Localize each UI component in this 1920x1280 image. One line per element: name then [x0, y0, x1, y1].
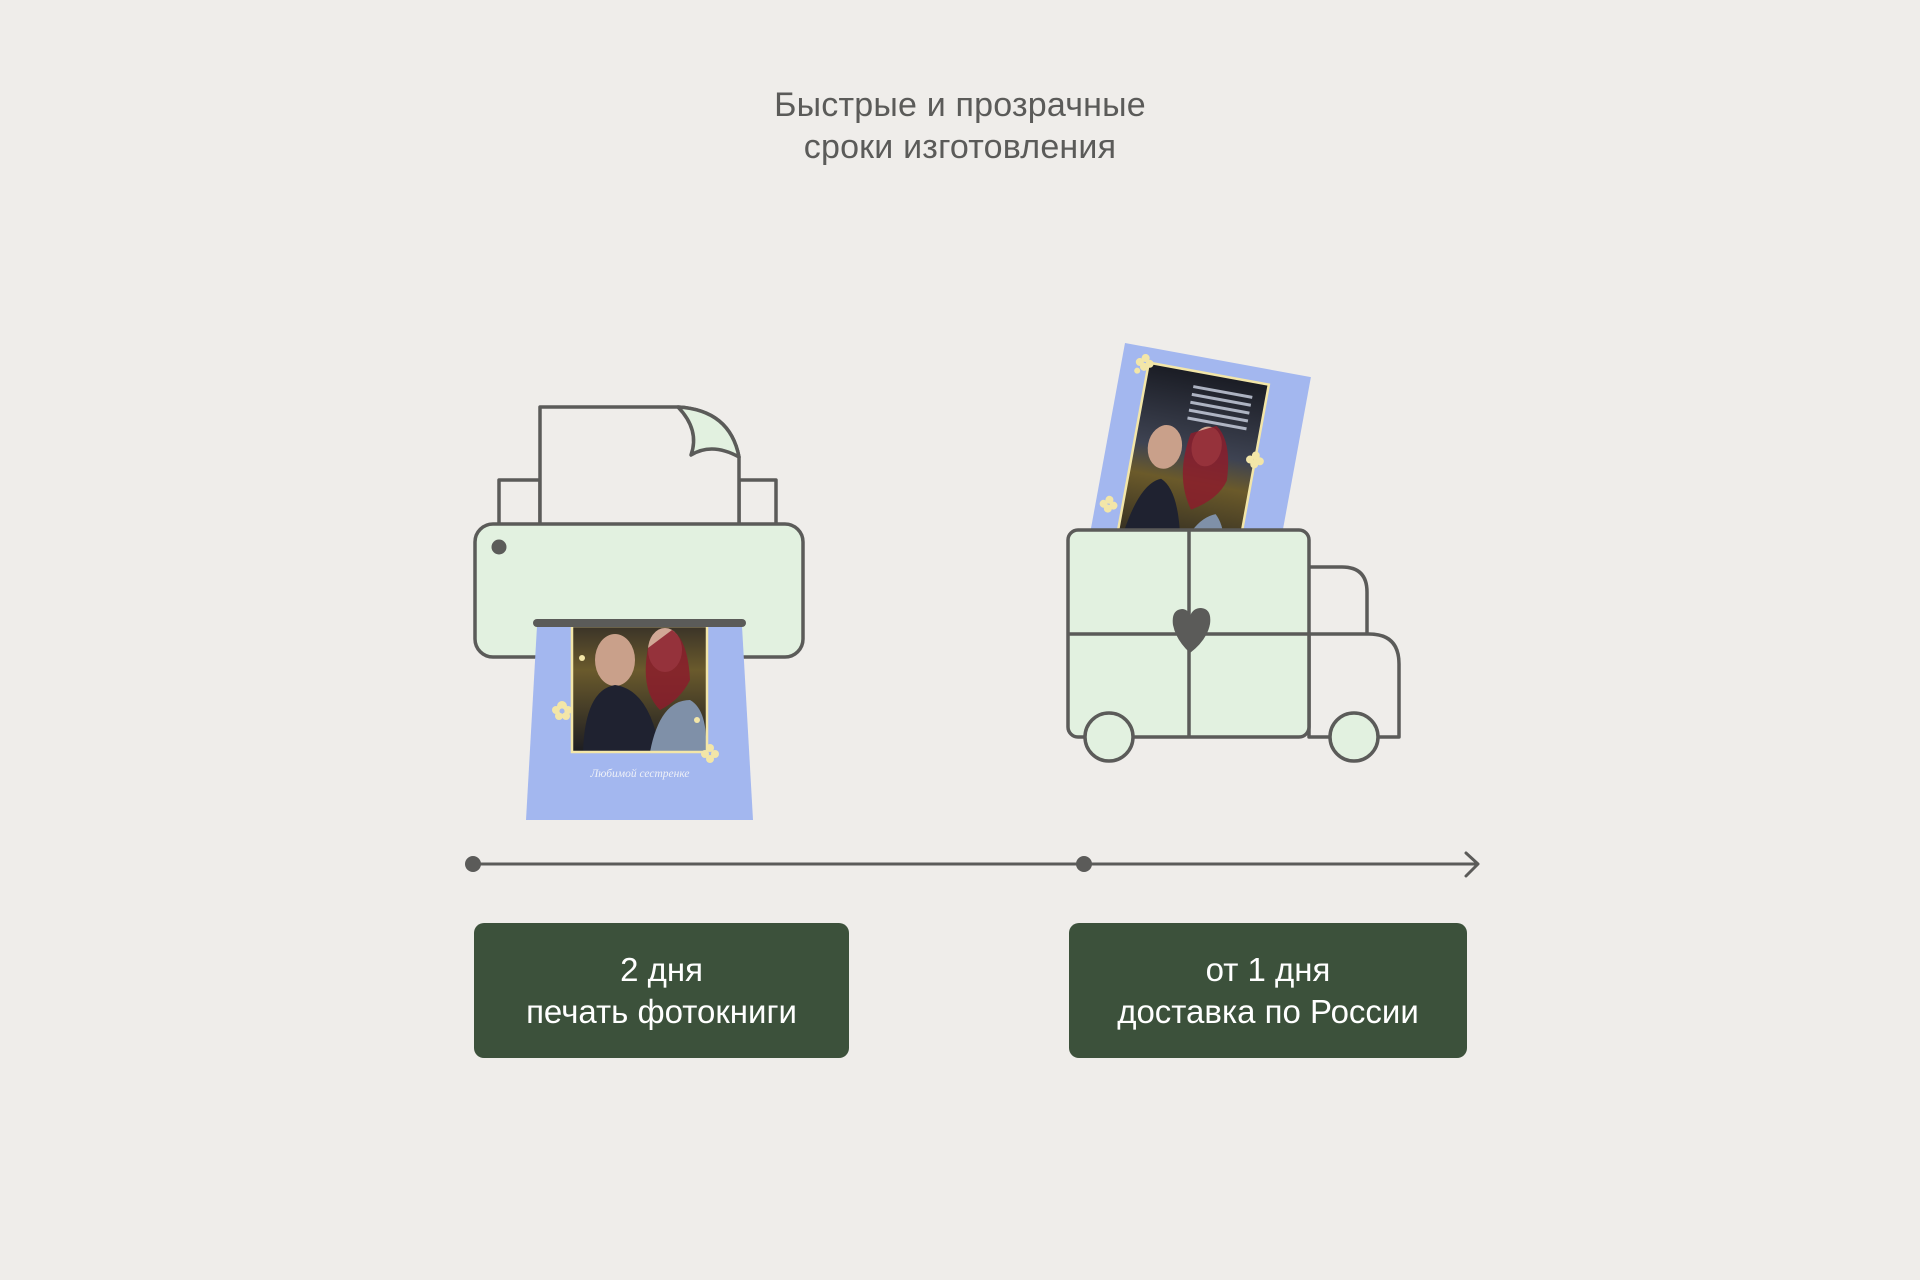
- delivery-truck-icon: [1066, 528, 1401, 763]
- flower-icon: [1135, 353, 1154, 371]
- timeline: [465, 851, 1480, 878]
- truck-wheel-front: [1083, 711, 1135, 763]
- step-description: печать фотокниги: [526, 992, 797, 1030]
- truck-cab-upper: [1309, 565, 1369, 634]
- timeline-dot-middle: [1076, 856, 1092, 872]
- title-line-2: сроки изготовления: [803, 128, 1117, 166]
- truck-wheel-rear: [1328, 711, 1380, 763]
- printer-tray-right: [737, 478, 778, 528]
- flower-icon: [552, 701, 572, 720]
- step-badge-printing: 2 дня печать фотокниги: [474, 923, 849, 1058]
- step-description: доставка по России: [1117, 992, 1419, 1030]
- timeline-dot-start: [465, 856, 481, 872]
- printer-power-button-icon: [491, 539, 507, 555]
- flower-icon: [701, 744, 719, 763]
- flower-icon: [1099, 495, 1118, 513]
- step-badge-delivery: от 1 дня доставка по России: [1069, 923, 1467, 1058]
- paper-curl-icon: [676, 405, 741, 459]
- page-title: Быстрые и прозрачные сроки изготовления: [0, 84, 1920, 168]
- printed-photobook: Любимой сестренке: [526, 624, 753, 820]
- title-line-1: Быстрые и прозрачные: [774, 86, 1146, 124]
- step-duration: 2 дня: [620, 950, 703, 988]
- printer-output-slot: [533, 619, 746, 627]
- step-duration: от 1 дня: [1205, 950, 1331, 988]
- flower-icon: [1246, 451, 1264, 469]
- book-caption: Любимой сестренке: [589, 767, 689, 780]
- printer-tray-left: [497, 478, 542, 528]
- truck-cab-lower: [1307, 632, 1401, 739]
- heart-icon: [1172, 608, 1211, 653]
- arrow-right-icon: [1464, 851, 1480, 878]
